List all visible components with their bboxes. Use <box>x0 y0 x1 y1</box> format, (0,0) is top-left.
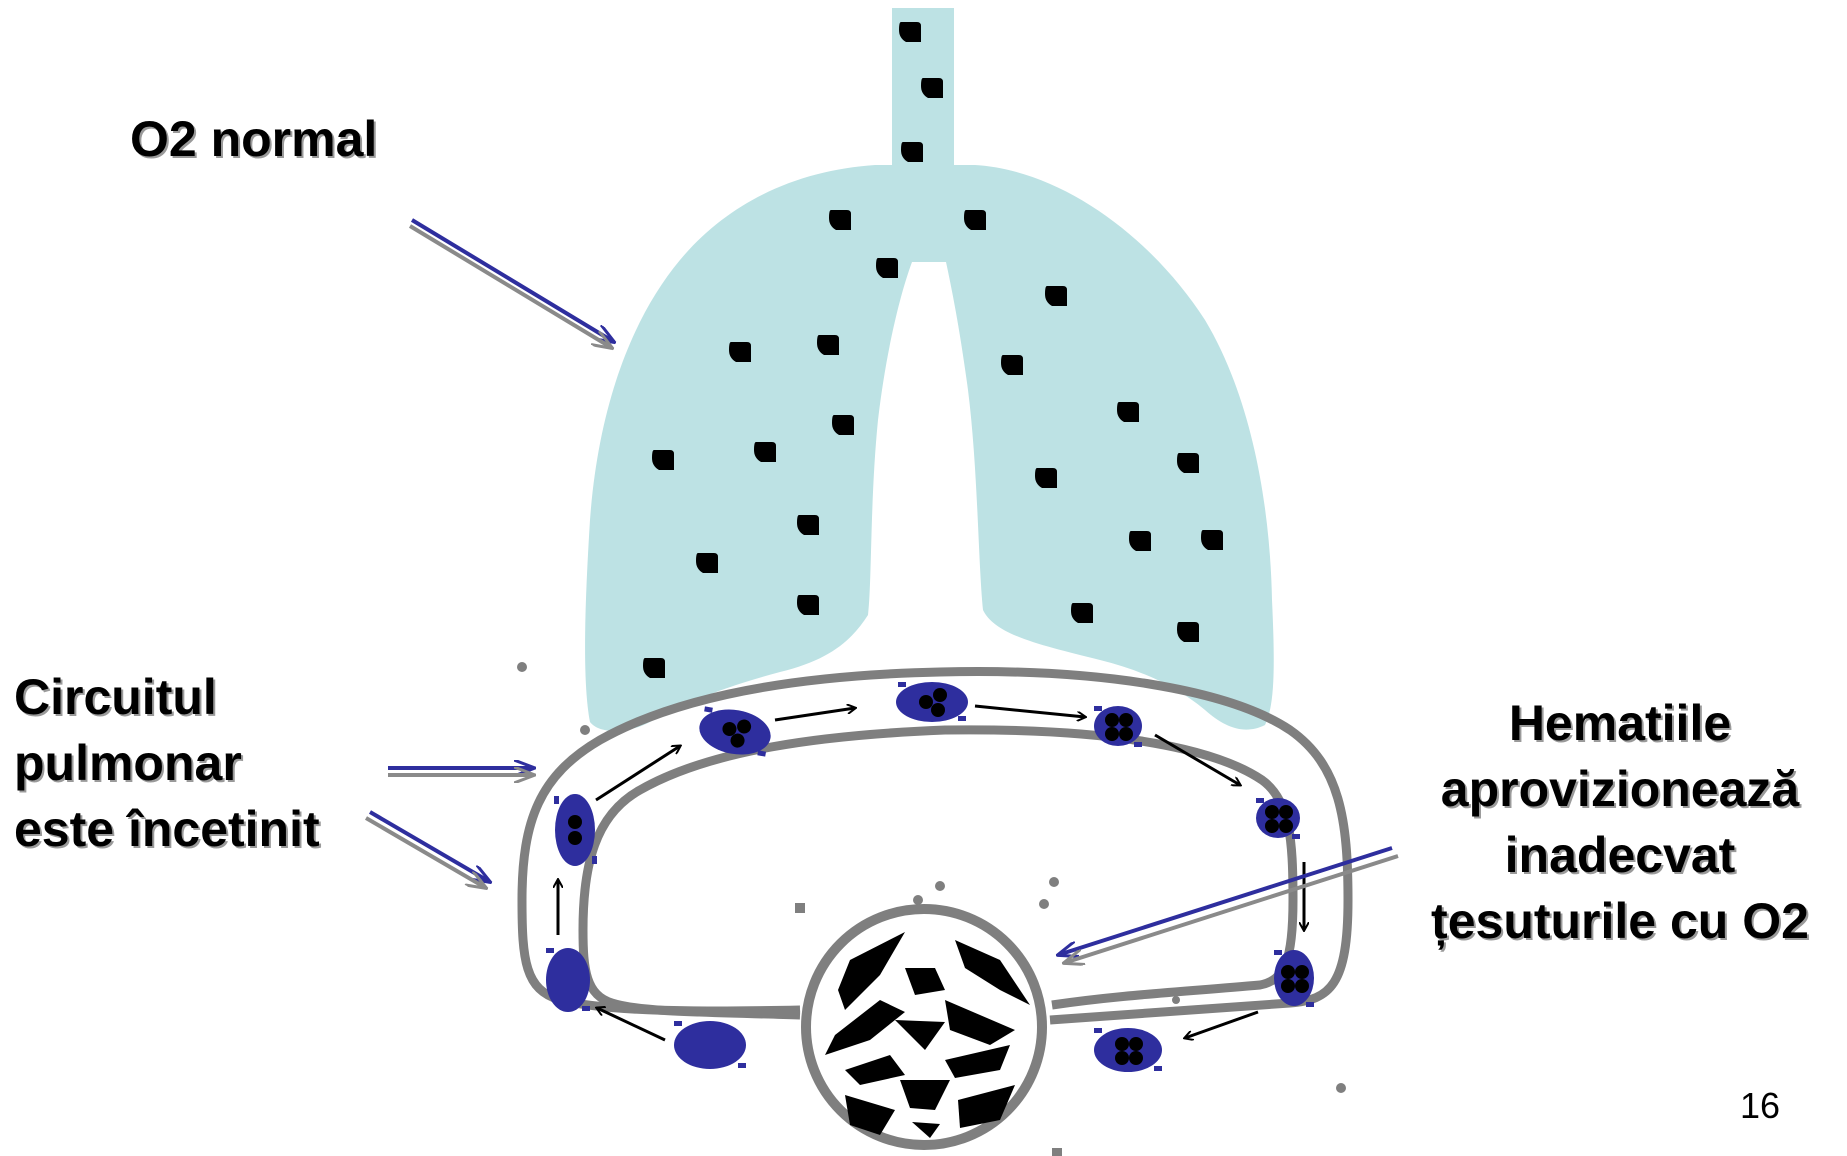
pointer-arrow-o2 <box>412 220 614 342</box>
flow-arrow <box>775 708 855 720</box>
red-blood-cell <box>1094 1028 1162 1072</box>
flow-arrow <box>975 706 1085 717</box>
flow-arrow <box>1185 1012 1258 1038</box>
red-blood-cell <box>896 682 968 722</box>
label-line: Hematiile <box>1390 690 1847 756</box>
label-red-cells-supply: Hematiile aprovizionează inadecvat țesut… <box>1390 690 1847 954</box>
red-blood-cell <box>674 1021 746 1069</box>
label-o2-normal: O2 normal <box>130 110 377 168</box>
label-line: Circuitul <box>14 664 320 730</box>
label-line: este încetinit <box>14 796 320 862</box>
lungs <box>585 8 1274 731</box>
label-line: țesuturile cu O2 <box>1390 888 1847 954</box>
red-blood-cell <box>546 948 590 1012</box>
lung-shape <box>585 165 1274 731</box>
page-number: 16 <box>1740 1085 1780 1127</box>
tissue <box>806 909 1042 1145</box>
label-line: inadecvat <box>1390 822 1847 888</box>
label-pulmonary-circuit: Circuitul pulmonar este încetinit <box>14 664 320 862</box>
label-line: aprovizionează <box>1390 756 1847 822</box>
red-blood-cell <box>696 704 775 760</box>
pointer-arrow-left-lower <box>370 812 490 882</box>
label-line: pulmonar <box>14 730 320 796</box>
